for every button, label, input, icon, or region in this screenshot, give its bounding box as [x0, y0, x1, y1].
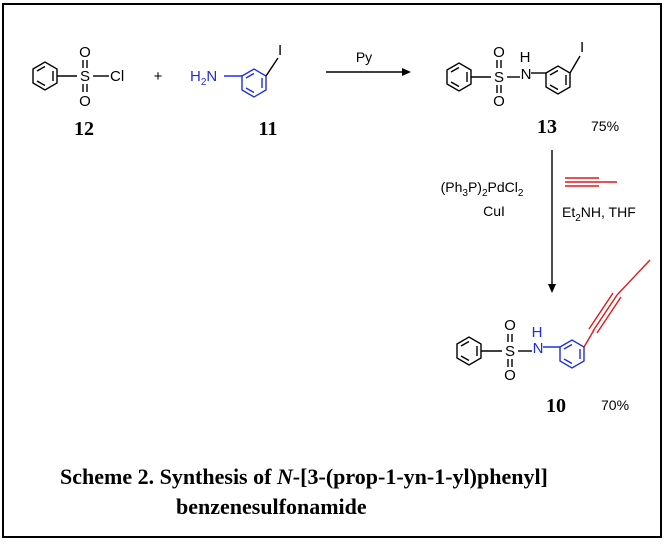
plus-sign: + [154, 68, 163, 85]
yield-13: 75% [591, 118, 619, 134]
nitrogen-atom-10: N [533, 340, 544, 357]
sulfur-atom-10: S [505, 343, 515, 360]
caption-line-2: benzenesulfonamide [176, 494, 367, 519]
compound-label-12: 12 [74, 118, 94, 140]
amino-group-11: H2N [190, 68, 217, 88]
iodine-atom-13: I [580, 39, 584, 56]
propynyl-group-10 [583, 259, 651, 348]
compound-10-aryl-ring [543, 339, 585, 369]
compound-label-11: 11 [259, 118, 278, 140]
nitrogen-atom-13: N [521, 66, 532, 83]
caption-line-1: Scheme 2. Synthesis of N-[3-(prop-1-yn-1… [60, 464, 548, 489]
compound-11-structure [224, 68, 267, 98]
carbon-iodine-bond-11 [265, 57, 279, 77]
arrowhead-step2 [548, 284, 556, 293]
oxygen-atom-12-bottom: O [79, 93, 91, 110]
compound-12-structure [32, 60, 109, 92]
oxygen-atom-12-top: O [79, 44, 91, 61]
compound-label-13: 13 [537, 116, 557, 138]
oxygen-atom-10-bottom: O [504, 367, 516, 384]
oxygen-atom-13-top: O [493, 44, 505, 61]
oxygen-atom-10-top: O [504, 317, 516, 334]
sulfur-atom-12: S [80, 68, 90, 85]
oxygen-atom-13-bottom: O [493, 93, 505, 110]
catalyst-palladium: (Ph3P)2PdCl2 [441, 179, 524, 199]
hydrogen-atom-13: H [520, 49, 531, 66]
base-solvent: Et2NH, THF [562, 204, 636, 224]
reagent-pyridine: Py [356, 49, 372, 65]
cocatalyst-copper-iodide: CuI [483, 203, 505, 219]
compound-13-structure [446, 55, 581, 95]
arrowhead-step1 [402, 68, 411, 76]
compound-10-structure [456, 334, 532, 367]
propyne-reagent [565, 177, 617, 187]
sulfur-atom-13: S [494, 69, 504, 86]
hydrogen-atom-10: H [532, 324, 543, 341]
chlorine-atom-12: Cl [110, 68, 124, 85]
compound-label-10: 10 [546, 395, 566, 417]
iodine-atom-11: I [278, 42, 282, 59]
yield-10: 70% [601, 397, 629, 413]
